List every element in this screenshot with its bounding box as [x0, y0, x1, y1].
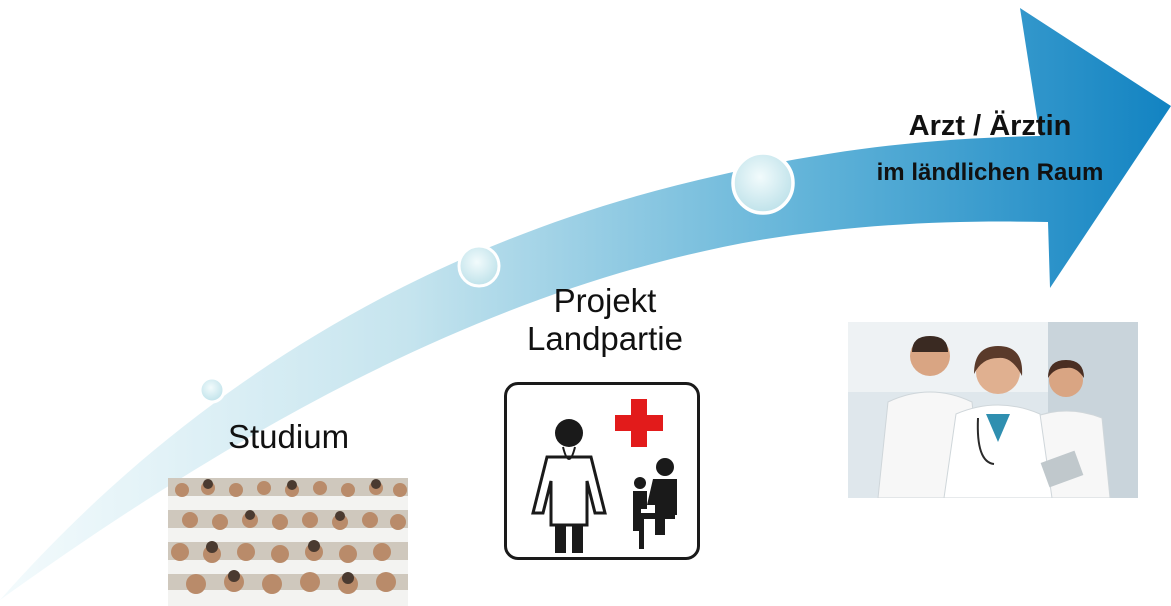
goal-label: Arzt / Ärztin im ländlichen Raum [830, 110, 1150, 187]
step-label-projekt: Projekt Landpartie [500, 282, 710, 358]
doctor-icon [531, 419, 607, 553]
students-photo [168, 478, 408, 606]
step-label-studium: Studium [228, 418, 350, 455]
goal-title: Arzt / Ärztin [908, 110, 1072, 142]
rural-doctor-pictogram [504, 382, 700, 560]
step-label-projekt-line1: Projekt [553, 282, 657, 319]
step-label-projekt-line2: Landpartie [527, 320, 683, 357]
milestone-dot-small [198, 376, 226, 404]
milestone-dot-medium [457, 244, 501, 288]
goal-subtitle: im ländlichen Raum [876, 159, 1104, 186]
patient-icon [633, 458, 677, 549]
milestone-dot-large [731, 151, 795, 215]
doctors-photo [848, 322, 1138, 498]
arrow-body [0, 8, 1171, 600]
red-cross-icon [615, 399, 663, 447]
